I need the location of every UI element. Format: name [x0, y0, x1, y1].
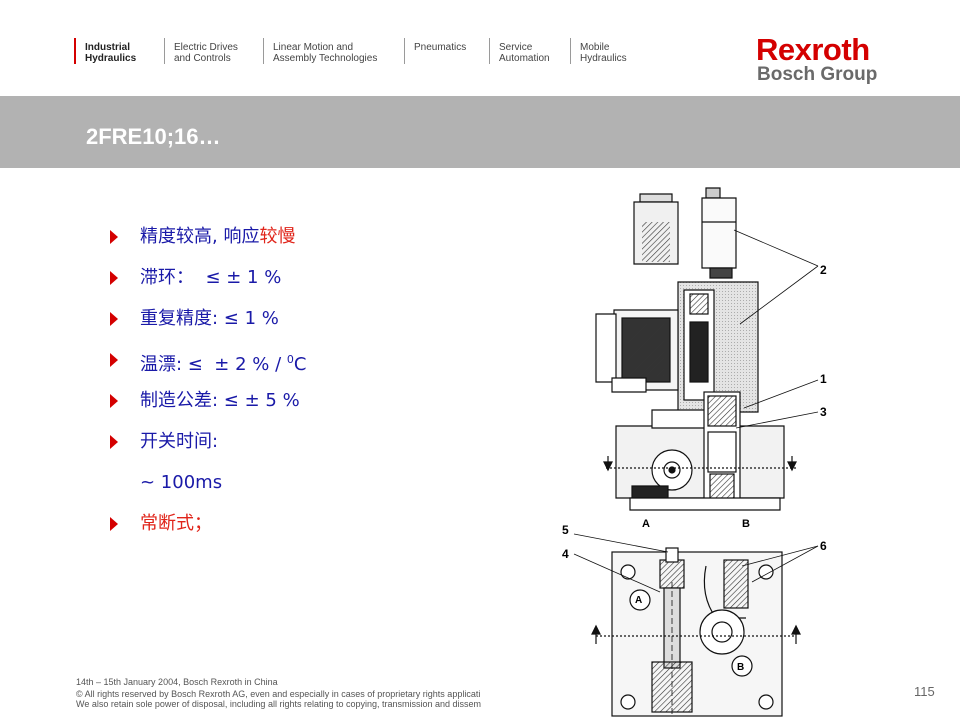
valve-cross-section-diagram: A B 2 1 3 A B	[562, 187, 827, 717]
nav-item-pneumatics[interactable]: Pneumatics	[404, 38, 489, 64]
bullet-superscript: 0	[286, 353, 294, 366]
bullet-highlight: 较慢	[259, 226, 296, 247]
bullet-text: 制造公差: ≤ ± 5 %	[140, 390, 300, 411]
nav-item-label: Industrial	[85, 42, 131, 53]
callout-5: 5	[562, 523, 569, 537]
nav-item-industrial-hydraulics[interactable]: Industrial Hydraulics	[74, 38, 164, 64]
nav-item-label: and Controls	[174, 53, 231, 64]
callout-1: 1	[820, 372, 827, 386]
upper-section-view	[595, 187, 797, 511]
nav-item-label: Service	[499, 42, 533, 53]
bullet-triangle-icon	[110, 312, 118, 326]
footer-date: 14th – 15th January 2004, Bosch Rexroth …	[76, 677, 278, 687]
top-navigation: Industrial Hydraulics Electric Drives an…	[74, 38, 650, 68]
logo-group: Bosch Group	[757, 64, 878, 85]
callout-2: 2	[820, 263, 827, 277]
nav-item-label: Pneumatics	[414, 42, 467, 53]
bullet-triangle-icon	[110, 230, 118, 244]
port-label-a-plan: A	[635, 595, 642, 606]
nav-item-label: Electric Drives	[174, 42, 238, 53]
footer-copyright: © All rights reserved by Bosch Rexroth A…	[76, 689, 562, 709]
callout-6: 6	[820, 539, 827, 553]
nav-item-label: Hydraulics	[580, 53, 627, 64]
bullet-text: 开关时间:	[140, 431, 219, 452]
nav-item-label: Linear Motion and	[273, 42, 354, 53]
bullet-text: 温漂: ≤ ± 2 % /	[140, 354, 287, 375]
bullet-triangle-icon	[110, 353, 118, 367]
bullet-text: 滞环： ≤ ± 1 %	[140, 267, 282, 288]
port-label-b-plan: B	[737, 662, 744, 673]
bullet-text: ~ 100ms	[140, 472, 223, 493]
nav-item-label: Assembly Technologies	[273, 53, 378, 64]
nav-item-label: Automation	[499, 53, 550, 64]
callout-3: 3	[820, 405, 827, 419]
nav-item-linear-motion[interactable]: Linear Motion and Assembly Technologies	[263, 38, 404, 64]
bullet-triangle-icon	[110, 517, 118, 531]
bullet-triangle-icon	[110, 394, 118, 408]
bullet-text: 重复精度: ≤ 1 %	[140, 308, 279, 329]
footer-copyright-line1: © All rights reserved by Bosch Rexroth A…	[76, 689, 481, 699]
rexroth-logo: Rexroth Bosch Group	[756, 34, 877, 85]
lower-plan-view	[591, 547, 801, 717]
bullet-triangle-icon	[110, 271, 118, 285]
bullet-text: 精度较高, 响应	[140, 226, 260, 247]
title-bar: 2FRE10;16…	[0, 96, 960, 168]
bullet-text: 常断式；	[140, 513, 212, 534]
bullet-triangle-icon	[110, 435, 118, 449]
port-label-b: B	[742, 518, 750, 530]
bullet-text-unit: C	[293, 354, 307, 375]
nav-item-electric-drives[interactable]: Electric Drives and Controls	[164, 38, 263, 64]
page-number: 115	[914, 684, 935, 699]
port-label-a: A	[642, 518, 650, 530]
nav-item-label: Hydraulics	[85, 53, 137, 64]
nav-item-mobile-hydraulics[interactable]: Mobile Hydraulics	[570, 38, 650, 64]
nav-item-service-automation[interactable]: Service Automation	[489, 38, 570, 64]
footer-copyright-line2: We also retain sole power of disposal, i…	[76, 699, 482, 709]
callout-4: 4	[562, 547, 569, 561]
logo-brand: Rexroth	[756, 32, 870, 67]
slide-title: 2FRE10;16…	[86, 124, 221, 149]
nav-item-label: Mobile	[580, 42, 610, 53]
